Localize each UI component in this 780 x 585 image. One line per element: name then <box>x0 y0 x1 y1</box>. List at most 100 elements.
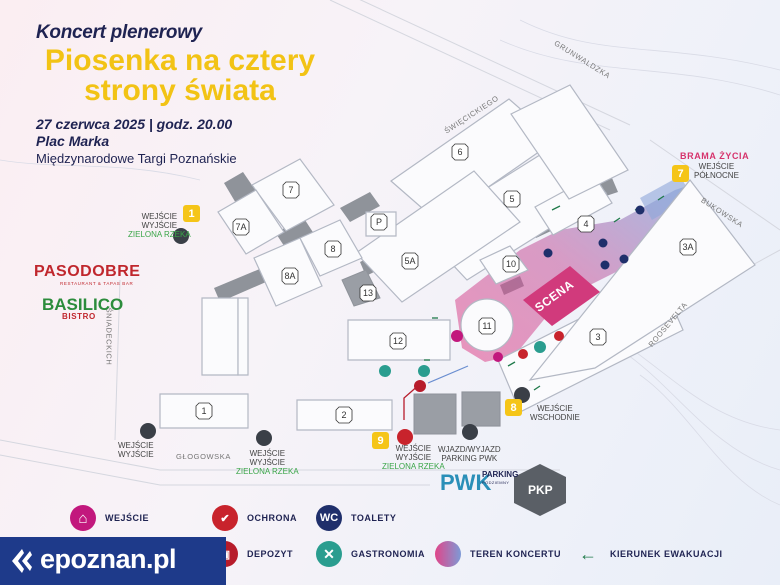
legend-item-toalety: WC TOALETY <box>316 505 396 531</box>
entrance-1-sub: ZIELONA RZEKA <box>128 230 191 239</box>
pavilion-badge-8 <box>324 240 342 258</box>
entrance-7-label: WEJŚCIE PÓŁNOCNE <box>694 162 739 180</box>
pavilion-number-8: 8 <box>330 244 335 254</box>
wc-icon-map-b <box>600 260 610 270</box>
north-corridor <box>640 176 692 220</box>
legend-item-kierunek-ewakuacji: ← KIERUNEK EWAKUACJI <box>575 541 723 567</box>
brama-zycia-label: BRAMA ŻYCIA <box>680 151 750 161</box>
pavilion-badge-7a <box>232 218 250 236</box>
entrance-9-badge[interactable]: 9 <box>372 432 389 449</box>
map-icons <box>140 205 645 446</box>
exit-icon-1 <box>173 228 189 244</box>
pavilion-number-13: 13 <box>363 288 373 298</box>
pavilion-badge-1 <box>195 402 213 420</box>
pavilion-badge-3a <box>679 238 697 256</box>
epoznan-logo-text: epoznan.pl <box>40 544 177 574</box>
parking-building[interactable] <box>413 393 457 435</box>
epoznan-logo: epoznan.pl <box>0 537 226 585</box>
street-glogowska: GŁOGOWSKA <box>176 452 231 461</box>
walk-arrow <box>427 365 469 384</box>
pavilion-badge-13 <box>359 284 377 302</box>
pavilion-number-2: 2 <box>341 410 346 420</box>
entrance-1-text: WEJŚCIE WYJŚCIE <box>141 212 178 230</box>
pavilion-number-5a: 5A <box>404 256 415 266</box>
wc-icon-map-a <box>598 238 608 248</box>
evacuation-arrow-icon: ← <box>579 543 597 564</box>
wc-icon-map-d <box>543 248 553 258</box>
lock-icon-map <box>414 380 426 392</box>
legend-label: OCHRONA <box>247 513 297 523</box>
pasodobre-logo: PASODOBRE <box>34 263 141 280</box>
buildings[interactable] <box>159 84 756 431</box>
parking-logo-sub: PODZIEMNY <box>482 480 510 485</box>
exit-icon-glogowska-green <box>256 430 272 446</box>
house-icon-map-2 <box>493 352 503 362</box>
shield-icon-map-a <box>518 349 528 359</box>
pavilion-number-7: 7 <box>288 185 293 195</box>
pavilion-badge-5 <box>503 190 521 208</box>
entrance-7-badge[interactable]: 7 <box>672 165 689 182</box>
event-kicker: Koncert plenerowy <box>36 22 202 43</box>
exit-icon-parking <box>462 424 478 440</box>
pkp-logo-shape <box>514 464 566 516</box>
entrance-9-label: WEJŚCIE WYJŚCIE ZIELONA RZEKA <box>382 444 445 471</box>
gastronomy-icon-c <box>534 341 546 353</box>
legend-label: TOALETY <box>351 513 397 523</box>
entrance-8-badge[interactable]: 8 <box>505 399 522 416</box>
pavilion-badge-12 <box>389 332 407 350</box>
pavilion-badge-8a <box>281 267 299 285</box>
legend-item-gastronomia: ✕GASTRONOMIA <box>316 541 425 567</box>
pavilion-number-6: 6 <box>457 147 462 157</box>
shield-icon-map-b <box>554 331 564 341</box>
gastronomy-icon-a <box>379 365 391 377</box>
legend-label: TEREN KONCERTU <box>470 549 562 559</box>
wc-icon: WC <box>316 505 342 531</box>
basilico-logo: BASILICO <box>42 295 124 314</box>
parking-logo: PARKING PODZIEMNY <box>482 471 518 487</box>
legend-item-wejście: ⌂WEJŚCIE <box>70 505 149 531</box>
house-icon-map <box>451 330 463 342</box>
pavilion-dark[interactable] <box>461 391 501 427</box>
pavilion-badge-11 <box>478 317 496 335</box>
pavilion-badge-6 <box>451 143 469 161</box>
pavilion-badge-2 <box>335 406 353 424</box>
pavilion-badge-5a <box>401 252 419 270</box>
legend-label: GASTRONOMIA <box>351 549 425 559</box>
pavilion-number-8a: 8A <box>284 271 295 281</box>
pavilion-badge-p <box>370 213 388 231</box>
street-sniadeckich: ŚNIADECKICH <box>104 307 114 366</box>
pavilion-number-11: 11 <box>482 321 491 331</box>
event-venue: Międzynarodowe Targi Poznańskie <box>36 151 237 166</box>
pavilion-number-3: 3 <box>595 332 600 342</box>
legend-item-ochrona: ✔OCHRONA <box>212 505 297 531</box>
entrance-1-badge[interactable]: 1 <box>183 205 200 222</box>
parking-logo-text: PARKING <box>482 470 519 479</box>
entrance-8-label: WEJŚCIE WSCHODNIE <box>530 404 580 422</box>
pavilion-number-4: 4 <box>583 219 588 229</box>
stage[interactable] <box>523 266 600 326</box>
glogowska-green-sub: ZIELONA RZEKA <box>236 467 299 476</box>
event-date: 27 czerwca 2025 | godz. 20.00 <box>36 116 233 132</box>
entrance-9-sub: ZIELONA RZEKA <box>382 462 445 471</box>
exit-icon-9 <box>397 429 413 445</box>
wc-icon-map-c <box>619 254 629 264</box>
event-title: Piosenka na cztery strony świata <box>44 44 316 107</box>
entrance-9-text: WEJŚCIE WYJŚCIE <box>395 444 432 462</box>
glogowska-green-text: WEJŚCIE WYJŚCIE <box>249 449 286 467</box>
glogowska-exit-label: WEJŚCIE WYJŚCIE <box>118 441 154 459</box>
pavilion-badge-3 <box>589 328 607 346</box>
pwk-logo: PWK <box>440 470 492 495</box>
pavilion-number-10: 10 <box>506 259 516 269</box>
pavilion-badge-4 <box>577 215 595 233</box>
pavilion-badge-10 <box>502 255 520 273</box>
pavilion-number-12: 12 <box>393 336 403 346</box>
legend-label: KIERUNEK EWAKUACJI <box>610 549 723 559</box>
pkp-logo-text: PKP <box>528 483 553 497</box>
pasodobre-sub: RESTAURANT & TAPAS BAR <box>60 281 134 286</box>
pavilion-badge-7 <box>282 181 300 199</box>
entrance-1-label: WEJŚCIE WYJŚCIE ZIELONA RZEKA <box>128 212 191 239</box>
glogowska-green-label: WEJŚCIE WYJŚCIE ZIELONA RZEKA <box>236 449 299 476</box>
pavilion-number-p: P <box>376 217 382 227</box>
legend-item-teren-koncertu: TEREN KONCERTU <box>435 541 561 567</box>
